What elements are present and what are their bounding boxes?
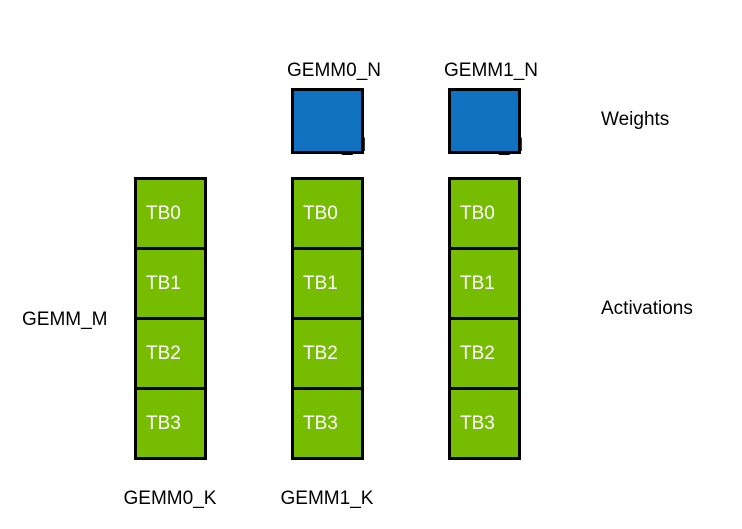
activation-cell: TB2: [448, 317, 521, 390]
activation-cell-label: TB3: [146, 412, 181, 434]
gemm-m-label: GEMM_M: [22, 309, 108, 330]
activation-cell-label: TB3: [460, 412, 495, 434]
activation-cell-label: TB2: [303, 342, 338, 364]
activation-cell: TB2: [134, 317, 207, 390]
gemm1-n-header-line1: GEMM1_N: [444, 60, 538, 81]
activation-cell: TB1: [291, 247, 364, 320]
activation-cell-label: TB3: [303, 412, 338, 434]
activation-cell: TB3: [291, 387, 364, 460]
activation-cell: TB1: [134, 247, 207, 320]
gemm0-weight-tile: [291, 88, 364, 154]
activations-row-label: Activations: [601, 298, 693, 319]
activation-cell: TB3: [134, 387, 207, 460]
activation-column-2: TB0 TB1 TB2 TB3: [448, 177, 521, 460]
activation-cell-label: TB0: [303, 202, 338, 224]
activation-cell-label: TB2: [146, 342, 181, 364]
activation-cell: TB0: [291, 177, 364, 250]
weights-row-label: Weights: [601, 109, 670, 130]
activation-column-1: TB0 TB1 TB2 TB3: [291, 177, 364, 460]
activation-cell: TB3: [448, 387, 521, 460]
activation-cell: TB1: [448, 247, 521, 320]
activation-cell: TB0: [134, 177, 207, 250]
activation-cell: TB0: [448, 177, 521, 250]
activation-cell-label: TB0: [146, 202, 181, 224]
activation-cell-label: TB1: [303, 272, 338, 294]
activation-cell-label: TB1: [460, 272, 495, 294]
activation-column-0: TB0 TB1 TB2 TB3: [134, 177, 207, 460]
activation-cell-label: TB1: [146, 272, 181, 294]
activation-cell-label: TB2: [460, 342, 495, 364]
activation-cell-label: TB0: [460, 202, 495, 224]
gemm1-weight-tile: [448, 88, 521, 154]
gemm1-k-label: GEMM1_K: [280, 488, 374, 509]
gemm0-n-header-line1: GEMM0_N: [287, 60, 381, 81]
gemm0-k-label: GEMM0_K: [123, 488, 217, 509]
activation-cell: TB2: [291, 317, 364, 390]
